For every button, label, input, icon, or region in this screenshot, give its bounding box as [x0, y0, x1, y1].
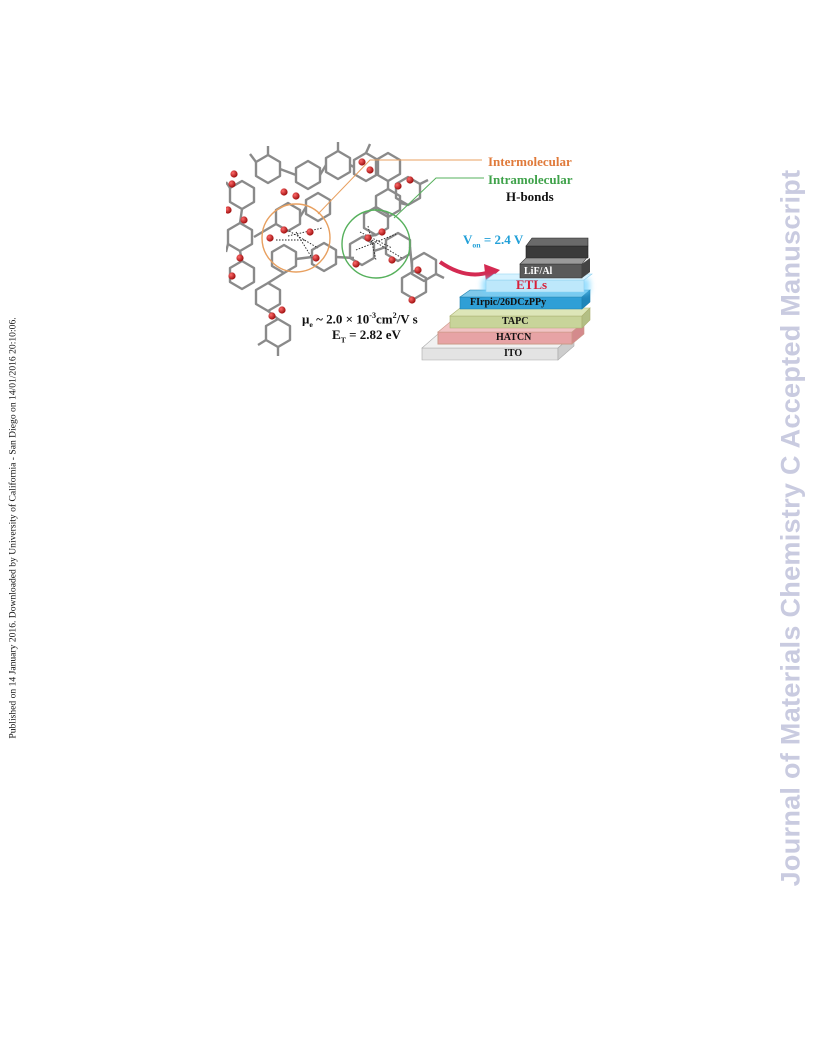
- mobility-unit: cm: [375, 311, 393, 327]
- intramolecular-leader-line: [393, 177, 484, 219]
- intramolecular-highlight-circle: [341, 209, 411, 279]
- triplet-e-sub: T: [340, 335, 346, 345]
- von-sub: on: [472, 240, 481, 250]
- hbonds-label: H-bonds: [506, 189, 554, 204]
- oled-device-stack: [421, 237, 593, 361]
- hydrogen-bond-lines: [276, 225, 403, 261]
- von-v: V: [463, 232, 473, 247]
- turn-on-voltage-label: Von = 2.4 V: [463, 232, 523, 250]
- mobility-mu: μ: [302, 311, 310, 327]
- mobility-value: ~ 2.0 × 10: [312, 311, 370, 327]
- von-value: = 2.4 V: [480, 232, 524, 247]
- publication-notice: Published on 14 January 2016. Downloaded…: [7, 317, 19, 739]
- mobility-unit-tail: /V s: [396, 311, 418, 327]
- figure-graphics: [226, 142, 593, 361]
- molecular-crystal-structure: [226, 142, 445, 356]
- intermolecular-leader-line: [317, 159, 482, 215]
- intermolecular-label: Intermolecular: [488, 154, 572, 169]
- mobility-mu-sub: e: [309, 319, 313, 329]
- intramolecular-label: Intramolecular: [488, 172, 573, 187]
- layer-label-etls: ETLs: [516, 277, 548, 292]
- triplet-e: E: [332, 327, 341, 342]
- device-arrow: [438, 260, 491, 277]
- layer-label-hatcn: HATCN: [496, 332, 532, 343]
- graphical-abstract-figure: Intermolecular Intramolecular H-bonds Vo…: [226, 140, 598, 370]
- mobility-exponent: -3: [369, 311, 376, 320]
- triplet-value: = 2.82 eV: [345, 327, 401, 342]
- layer-label-ito: ITO: [504, 348, 523, 359]
- mobility-unit-exponent: 2: [392, 311, 397, 320]
- accepted-manuscript-watermark: Journal of Materials Chemistry C Accepte…: [775, 169, 806, 887]
- layer-label-eml: FIrpic/26DCzPPy: [470, 297, 547, 308]
- electron-mobility-label: μe ~ 2.0 × 10-3cm2/V s: [302, 311, 418, 329]
- intermolecular-highlight-circle: [261, 203, 331, 273]
- triplet-energy-label: ET = 2.82 eV: [332, 327, 401, 345]
- oxygen-atoms: [226, 158, 422, 320]
- layer-label-tapc: TAPC: [502, 316, 529, 327]
- layer-label-lifal: LiF/Al: [524, 266, 553, 277]
